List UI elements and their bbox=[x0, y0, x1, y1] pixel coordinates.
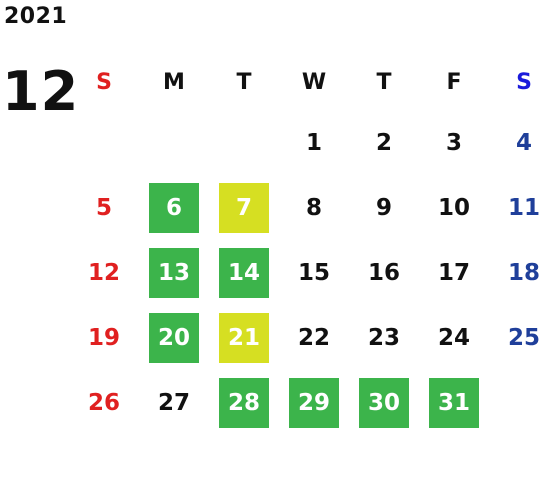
day-cell[interactable]: 23 bbox=[349, 313, 419, 363]
day-number: 19 bbox=[87, 324, 120, 351]
day-cell[interactable]: 21 bbox=[209, 312, 279, 363]
day-number: 12 bbox=[87, 259, 120, 286]
week-row: 19 20 21 22 23 24 25 bbox=[69, 305, 548, 370]
day-cell[interactable]: 22 bbox=[279, 313, 349, 363]
day-cell[interactable]: 24 bbox=[419, 313, 489, 363]
day-cell[interactable]: 30 bbox=[349, 377, 419, 428]
day-number: 7 bbox=[219, 182, 269, 233]
month-number: 12 bbox=[2, 60, 80, 123]
week-row: 12 13 14 15 16 17 18 bbox=[69, 240, 548, 305]
day-number bbox=[149, 118, 199, 168]
day-cell[interactable]: 27 bbox=[139, 378, 209, 428]
day-cell[interactable]: 16 bbox=[349, 248, 419, 298]
weekday-thu: T bbox=[376, 70, 392, 95]
day-cell[interactable]: 25 bbox=[489, 313, 548, 363]
day-number bbox=[79, 118, 129, 168]
week-row: 26 27 28 29 30 31 bbox=[69, 370, 548, 435]
week-row: 1 2 3 4 bbox=[69, 110, 548, 175]
day-cell[interactable]: 9 bbox=[349, 183, 419, 233]
day-cell[interactable]: 15 bbox=[279, 248, 349, 298]
empty-cell bbox=[139, 118, 209, 168]
day-cell[interactable]: 19 bbox=[69, 313, 139, 363]
day-cell[interactable]: 5 bbox=[69, 183, 139, 233]
day-number bbox=[499, 378, 548, 428]
day-cell[interactable]: 18 bbox=[489, 248, 548, 298]
day-number: 13 bbox=[149, 247, 199, 298]
day-cell[interactable]: 26 bbox=[69, 378, 139, 428]
weekday-wed: W bbox=[301, 70, 327, 95]
day-cell[interactable]: 13 bbox=[139, 247, 209, 298]
day-cell[interactable]: 28 bbox=[209, 377, 279, 428]
day-number: 18 bbox=[507, 259, 540, 286]
weekday-sat: S bbox=[516, 70, 532, 95]
day-number: 26 bbox=[87, 389, 120, 416]
day-number: 2 bbox=[375, 129, 392, 156]
empty-cell bbox=[489, 378, 548, 428]
day-cell[interactable]: 3 bbox=[419, 118, 489, 168]
day-number: 30 bbox=[359, 377, 409, 428]
day-cell[interactable]: 6 bbox=[139, 182, 209, 233]
day-number: 23 bbox=[367, 324, 400, 351]
weekday-sun: S bbox=[96, 70, 112, 95]
empty-cell bbox=[69, 118, 139, 168]
day-number: 6 bbox=[149, 182, 199, 233]
weekday-mon: M bbox=[163, 70, 185, 95]
day-cell[interactable]: 12 bbox=[69, 248, 139, 298]
day-number: 15 bbox=[297, 259, 330, 286]
day-number: 21 bbox=[219, 312, 269, 363]
day-number: 8 bbox=[305, 194, 322, 221]
day-number: 11 bbox=[507, 194, 540, 221]
day-number: 22 bbox=[297, 324, 330, 351]
weekday-fri: F bbox=[446, 70, 462, 95]
day-number: 28 bbox=[219, 377, 269, 428]
day-cell[interactable]: 29 bbox=[279, 377, 349, 428]
empty-cell bbox=[209, 118, 279, 168]
day-number: 24 bbox=[437, 324, 470, 351]
day-cell[interactable]: 17 bbox=[419, 248, 489, 298]
day-number: 31 bbox=[429, 377, 479, 428]
day-cell[interactable]: 8 bbox=[279, 183, 349, 233]
day-number: 5 bbox=[95, 194, 112, 221]
day-cell[interactable]: 7 bbox=[209, 182, 279, 233]
day-number: 16 bbox=[367, 259, 400, 286]
weekday-header-row: S M T W T F S bbox=[69, 55, 548, 110]
weekday-tue: T bbox=[236, 70, 252, 95]
day-number: 20 bbox=[149, 312, 199, 363]
day-cell[interactable]: 1 bbox=[279, 118, 349, 168]
day-number: 27 bbox=[157, 389, 190, 416]
day-number: 17 bbox=[437, 259, 470, 286]
day-number: 1 bbox=[305, 129, 322, 156]
day-cell[interactable]: 20 bbox=[139, 312, 209, 363]
day-cell[interactable]: 31 bbox=[419, 377, 489, 428]
day-cell[interactable]: 11 bbox=[489, 183, 548, 233]
day-number: 9 bbox=[375, 194, 392, 221]
day-cell[interactable]: 2 bbox=[349, 118, 419, 168]
day-cell[interactable]: 10 bbox=[419, 183, 489, 233]
day-number: 25 bbox=[507, 324, 540, 351]
day-number: 29 bbox=[289, 377, 339, 428]
day-number: 4 bbox=[515, 129, 532, 156]
day-number: 14 bbox=[219, 247, 269, 298]
day-number bbox=[219, 118, 269, 168]
day-cell[interactable]: 14 bbox=[209, 247, 279, 298]
day-cell[interactable]: 4 bbox=[489, 118, 548, 168]
year-label: 2021 bbox=[4, 4, 68, 29]
day-number: 3 bbox=[445, 129, 462, 156]
day-number: 10 bbox=[437, 194, 470, 221]
